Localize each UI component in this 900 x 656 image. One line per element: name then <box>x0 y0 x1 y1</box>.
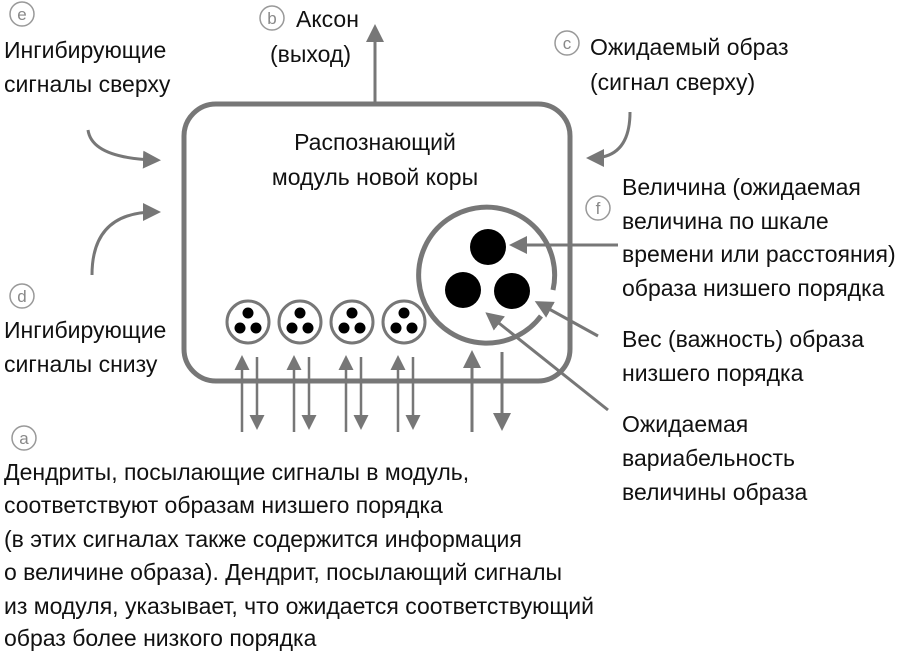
axon-text: (выход) <box>270 41 351 67</box>
module-title: Распознающий <box>294 129 456 155</box>
pattern-dot <box>494 273 530 309</box>
inhibit-bottom-text: сигналы снизу <box>4 351 158 377</box>
expected-text: (сигнал сверху) <box>590 69 755 95</box>
label-e: e <box>9 1 35 27</box>
size-text: образа низшего порядка <box>622 275 885 301</box>
pattern-dot <box>286 322 298 334</box>
expected-text: Ожидаемый образ <box>590 34 789 60</box>
weight-text: низшего порядка <box>622 360 804 386</box>
pattern-dot <box>390 322 402 334</box>
pattern-dot <box>234 322 246 334</box>
svg-text:e: e <box>17 5 26 24</box>
module-title: модуль новой коры <box>272 164 478 190</box>
pattern-dot <box>445 272 481 308</box>
pattern-dot <box>354 322 366 334</box>
pattern-dot <box>398 307 410 319</box>
variability-text: вариабельность <box>622 445 795 471</box>
lower-pattern-circles <box>225 299 427 432</box>
inhibit-top-arrow <box>86 129 161 169</box>
size-circle <box>416 204 558 346</box>
pattern-circle <box>329 299 375 345</box>
variability-text: величины образа <box>622 479 808 505</box>
label-c: c <box>554 30 580 56</box>
weight-text: Вес (важность) образа <box>622 326 864 352</box>
label-f: f <box>585 195 611 221</box>
pattern-circle <box>277 299 323 345</box>
svg-text:f: f <box>596 199 601 218</box>
dendrites-text: из модуля, указывает, что ожидается соот… <box>4 593 594 619</box>
svg-text:b: b <box>267 9 276 28</box>
inhibit-bottom-text: Ингибирующие <box>4 317 166 343</box>
variability-pointer-arrow <box>485 312 609 412</box>
expected-arrow <box>586 111 632 167</box>
dendrites-text: (в этих сигналах также содержится информ… <box>4 526 522 552</box>
svg-text:a: a <box>19 429 29 448</box>
pattern-dot <box>242 307 254 319</box>
size-text: времени или расстояния) <box>622 241 896 267</box>
size-text: величина по шкале <box>622 208 829 234</box>
inhibit-bottom-arrow <box>90 203 161 276</box>
pattern-circle <box>381 299 427 345</box>
size-text: Величина (ожидаемая <box>622 174 861 200</box>
dendrites-text: образ более низкого порядка <box>4 625 317 651</box>
inhibit-top-text: Ингибирующие <box>4 37 166 63</box>
pattern-dot <box>250 322 262 334</box>
inhibit-top-text: сигналы сверху <box>4 71 171 97</box>
label-b: b <box>259 5 285 31</box>
pattern-circle <box>225 299 271 345</box>
module-box <box>181 101 573 384</box>
weight-pointer-arrow <box>534 301 599 338</box>
svg-text:d: d <box>17 287 26 306</box>
pattern-dot <box>338 322 350 334</box>
pattern-dot <box>406 322 418 334</box>
variability-text: Ожидаемая <box>622 411 748 437</box>
label-a: a <box>11 425 37 451</box>
dendrites-text: о величине образа). Дендрит, посылающий … <box>4 559 562 585</box>
axon-text: Аксон <box>296 6 359 32</box>
svg-text:c: c <box>563 34 572 53</box>
dendrites-text: соответствуют образам низшего порядка <box>4 492 443 518</box>
pattern-dot <box>346 307 358 319</box>
pattern-dot <box>302 322 314 334</box>
label-d: d <box>9 283 35 309</box>
pattern-dot <box>294 307 306 319</box>
pattern-dot <box>470 229 506 265</box>
dendrites-text: Дендриты, посылающие сигналы в модуль, <box>4 459 469 485</box>
